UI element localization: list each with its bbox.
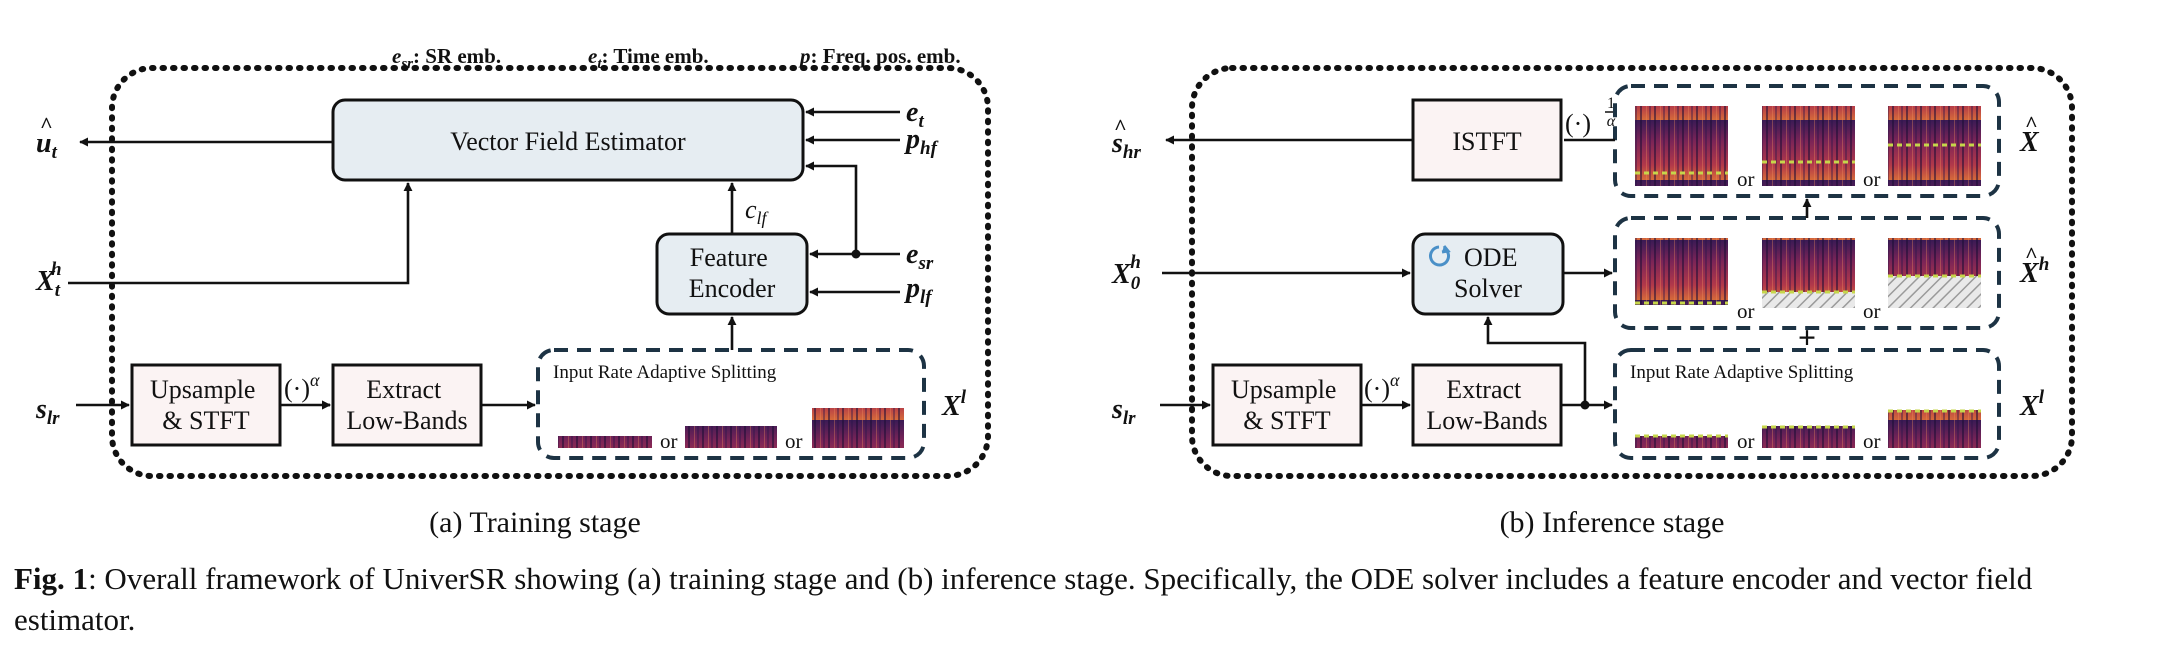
x-hat-box bbox=[1613, 84, 2001, 198]
or-label: or bbox=[1863, 167, 1881, 191]
x-t-h-input-label: Xth bbox=[35, 259, 62, 301]
or-label: or bbox=[785, 429, 803, 453]
hatched-region bbox=[1762, 292, 1855, 308]
spectrogram-medium bbox=[1762, 426, 1855, 448]
x-l-label: Xl bbox=[2019, 387, 2045, 422]
splitting-box bbox=[1613, 348, 2001, 460]
spectrogram-medium bbox=[685, 426, 777, 448]
vector-field-estimator-box bbox=[331, 98, 805, 182]
s-lr-input-label: slr bbox=[1111, 394, 1136, 429]
spectrogram-wide bbox=[1888, 410, 1981, 448]
or-label: or bbox=[1737, 167, 1755, 191]
splitting-box bbox=[536, 348, 926, 460]
x-0-h-input-label: X0h bbox=[1111, 252, 1141, 294]
u-hat-mark: ^ bbox=[40, 112, 53, 137]
inference-arrows bbox=[1160, 135, 1812, 410]
spectrogram-high bbox=[1888, 238, 1981, 276]
extract-lowbands-label: Extract Low-Bands bbox=[346, 375, 467, 435]
extract-lowbands-box bbox=[1411, 363, 1563, 447]
c-lf-label: clf bbox=[745, 195, 770, 228]
junction-dot bbox=[1580, 400, 1590, 410]
power-alpha: (·)α bbox=[284, 370, 320, 403]
training-stage: Vector Field Estimator Feature Encoder U… bbox=[35, 65, 991, 539]
spectrogram-full bbox=[1762, 106, 1855, 186]
s-lr-input-label: slr bbox=[35, 394, 60, 429]
spectrogram-high bbox=[1762, 238, 1855, 292]
p-lf-label: plf bbox=[904, 273, 933, 308]
inverse-power-denominator: α bbox=[1607, 113, 1616, 130]
or-label: or bbox=[1863, 429, 1881, 453]
spectrogram-narrow bbox=[1635, 436, 1728, 448]
training-caption: (a) Training stage bbox=[429, 506, 641, 539]
legend-et: et: Time emb. bbox=[588, 44, 709, 72]
upsample-stft-label: Upsample & STFT bbox=[1231, 375, 1343, 435]
feature-encoder-label: Feature Encoder bbox=[689, 243, 776, 303]
e-sr-label: esr bbox=[906, 239, 934, 274]
spectrogram-high bbox=[1635, 238, 1728, 305]
p-hf-label: phf bbox=[904, 124, 939, 159]
hatched-region bbox=[1888, 276, 1981, 308]
junction-dot bbox=[851, 249, 861, 259]
s-hr-output-label: shr bbox=[1111, 128, 1141, 163]
vector-field-estimator-label: Vector Field Estimator bbox=[450, 127, 686, 156]
figure-label: Fig. 1 bbox=[14, 561, 89, 596]
inference-stage: ISTFT ODE Solver Upsample & STFT Extract bbox=[1111, 65, 2075, 539]
s-hat-mark: ^ bbox=[1114, 114, 1127, 139]
istft-box bbox=[1411, 98, 1563, 182]
or-label: or bbox=[660, 429, 678, 453]
figure-caption-text: : Overall framework of UniverSR showing … bbox=[14, 561, 2033, 637]
x-hat-mark: ^ bbox=[2025, 111, 2038, 136]
or-label: or bbox=[1737, 429, 1755, 453]
inverse-power: (·) bbox=[1565, 109, 1591, 138]
legend-esr: esr: SR emb. bbox=[392, 44, 501, 72]
inverse-power-numerator: 1 bbox=[1607, 95, 1615, 112]
extract-lowbands-box bbox=[331, 363, 483, 447]
istft-label: ISTFT bbox=[1452, 127, 1521, 156]
upsample-stft-label: Upsample & STFT bbox=[150, 375, 262, 435]
inference-caption: (b) Inference stage bbox=[1500, 506, 1725, 539]
upsample-stft-box bbox=[130, 363, 282, 447]
upsample-stft-box bbox=[1211, 363, 1363, 447]
splitting-label: Input Rate Adaptive Splitting bbox=[553, 362, 777, 383]
ode-solver-label: ODE Solver bbox=[1454, 243, 1524, 303]
legend: esr: SR emb. et: Time emb. p: Freq. pos.… bbox=[392, 44, 961, 72]
legend-p: p: Freq. pos. emb. bbox=[798, 44, 961, 68]
e-t-label: et bbox=[906, 97, 924, 132]
spectrogram-wide bbox=[812, 408, 904, 448]
refresh-icon bbox=[1429, 245, 1451, 267]
x-hat-h-label: Xh bbox=[2019, 254, 2049, 289]
or-label: or bbox=[1737, 299, 1755, 323]
extract-lowbands-label: Extract Low-Bands bbox=[1426, 375, 1547, 435]
x-hat-label: X bbox=[2019, 127, 2040, 158]
training-arrows bbox=[68, 107, 900, 410]
figure-caption: Fig. 1: Overall framework of UniverSR sh… bbox=[14, 558, 2154, 640]
or-label: or bbox=[1863, 299, 1881, 323]
u-t-output-label: ut bbox=[36, 128, 58, 163]
x-hat-h-box bbox=[1613, 216, 2001, 330]
training-frame bbox=[109, 65, 991, 479]
splitting-label: Input Rate Adaptive Splitting bbox=[1630, 362, 1854, 383]
spectrogram-narrow bbox=[558, 436, 652, 448]
x-hat-h-mark: ^ bbox=[2025, 242, 2038, 267]
x-l-label: Xl bbox=[941, 387, 967, 422]
power-alpha: (·)α bbox=[1364, 370, 1400, 403]
plus-sign: + bbox=[1798, 319, 1816, 355]
